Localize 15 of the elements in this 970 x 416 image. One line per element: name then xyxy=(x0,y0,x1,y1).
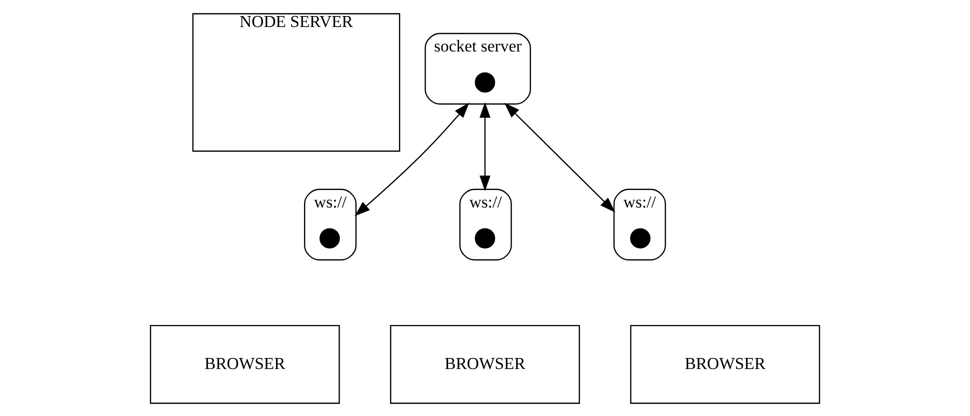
cluster: ws:// xyxy=(459,188,512,260)
cluster: ws:// xyxy=(304,188,357,260)
node-box: BROWSER xyxy=(150,324,340,404)
arrow xyxy=(480,102,490,191)
node-circle xyxy=(474,72,496,92)
node-box: BROWSER xyxy=(390,324,580,404)
node-circle xyxy=(474,228,496,248)
arrow xyxy=(504,102,616,212)
arrow xyxy=(354,102,470,216)
node-box: BROWSER xyxy=(630,324,820,404)
cluster: socket server xyxy=(424,32,531,104)
node-circle xyxy=(630,228,650,248)
node-circle xyxy=(320,228,340,248)
cluster: ws:// xyxy=(613,188,666,260)
node-box: NODE SERVER xyxy=(192,12,400,152)
